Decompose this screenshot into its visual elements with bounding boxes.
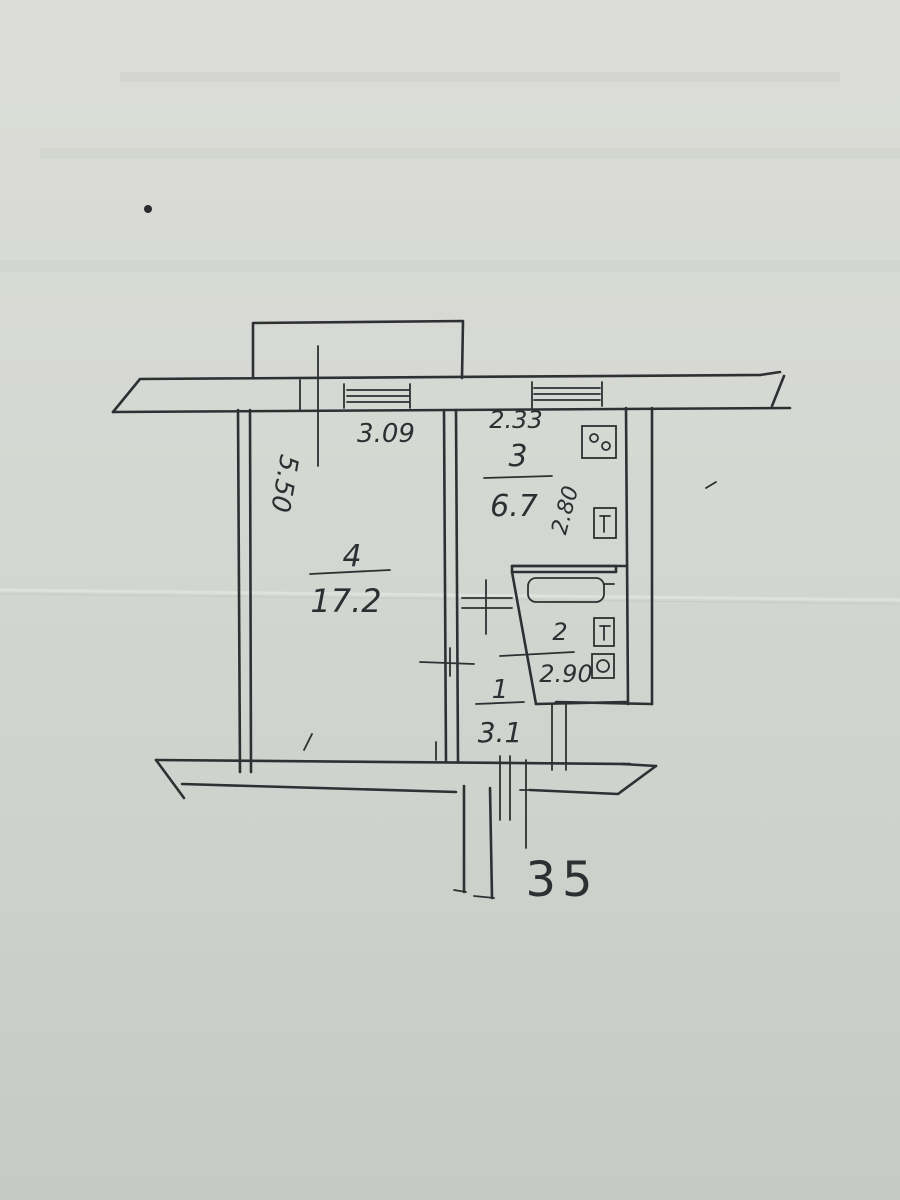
partition-room4-room3 (419, 408, 475, 764)
room-3-number: 3 (508, 439, 527, 474)
room-2-area: 2.90 (539, 660, 592, 688)
room-4-label: 4 17.2 (309, 539, 391, 620)
bathtub (527, 577, 615, 603)
bleed-through-text (0, 72, 900, 272)
kitchen-stove (581, 425, 617, 459)
room-1-number: 1 (492, 675, 509, 705)
room-4-number: 4 (342, 539, 361, 574)
wall-left (236, 408, 253, 774)
exterior-wall-bottom (154, 758, 658, 800)
door-mark (303, 733, 313, 751)
stray-mark (705, 481, 717, 489)
room-4-width-dimension: 3.09 (357, 419, 415, 449)
room-3-width-dimension: 2.33 (489, 406, 542, 434)
room-3-length-dimension: 2.80 (547, 483, 584, 537)
window-room-4 (343, 383, 411, 409)
paper-fold-line (0, 588, 900, 602)
room-4-length-dimension: 5.50 (264, 452, 304, 514)
kitchen-sink (593, 507, 617, 539)
exterior-wall-top (111, 370, 792, 414)
room-1-area: 3.1 (478, 716, 523, 749)
room-2-label: 2 2.90 (539, 618, 592, 688)
window-room-3 (531, 381, 603, 409)
room-2-number: 2 (552, 618, 567, 646)
balcony (251, 319, 465, 467)
room-1-label: 1 3.1 (475, 675, 525, 749)
toilet (591, 653, 615, 679)
room-4-area: 17.2 (310, 582, 381, 620)
bathroom-sink (593, 617, 615, 647)
entrance-stub (453, 755, 531, 900)
ink-dot (144, 205, 152, 213)
paper-fold-shadow (0, 593, 900, 605)
room-3-label: 3 6.7 (483, 439, 553, 524)
bathroom-walls (461, 564, 628, 771)
room-3-area: 6.7 (490, 489, 538, 524)
apartment-number: 35 (525, 852, 598, 908)
